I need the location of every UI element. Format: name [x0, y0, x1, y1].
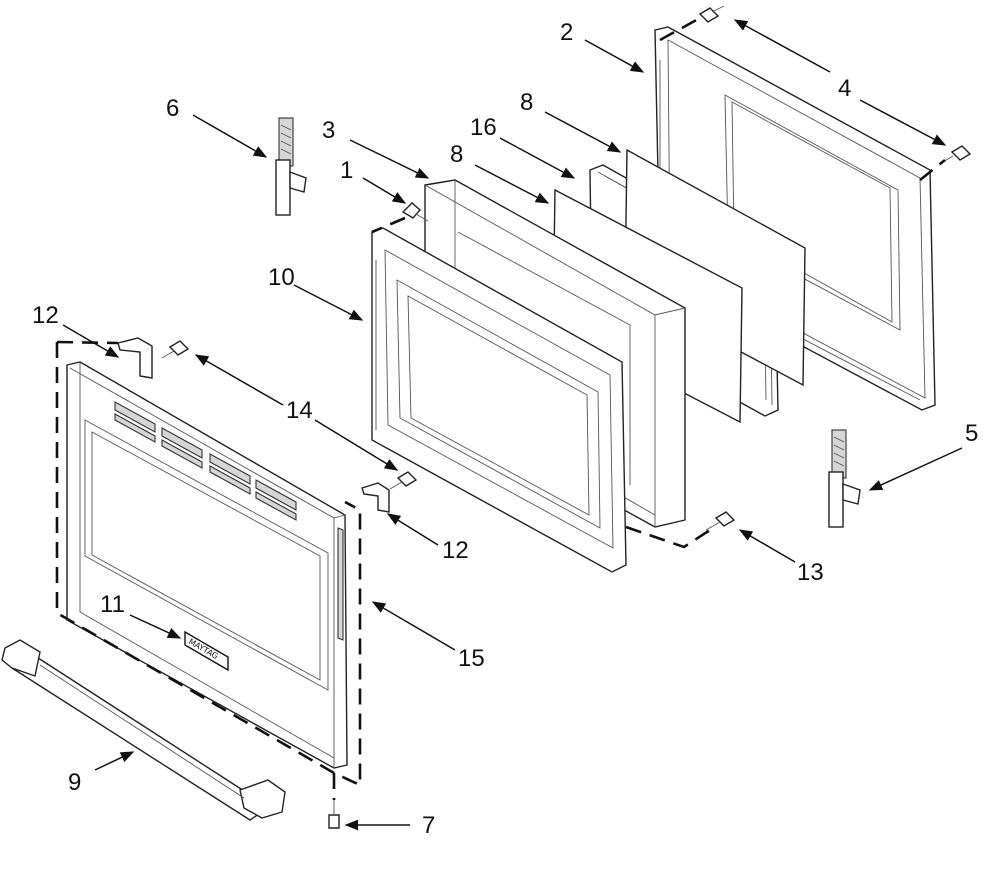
vent-slots	[114, 401, 297, 521]
callout-8-front: 8	[450, 141, 463, 168]
callout-4: 4	[838, 75, 851, 102]
bracket-upper	[117, 337, 153, 379]
callout-12-lower: 12	[442, 537, 469, 564]
door-handle	[1, 639, 286, 821]
callout-9: 9	[68, 769, 81, 796]
callout-14: 14	[286, 397, 313, 424]
callout-5: 5	[965, 420, 978, 447]
callout-15: 15	[458, 645, 485, 672]
callout-7: 7	[422, 812, 435, 839]
assembly-dashed-lines	[55, 16, 946, 800]
screw-7	[328, 800, 340, 829]
callout-3: 3	[322, 117, 335, 144]
hinge-right	[828, 429, 861, 528]
outer-door-panel	[66, 361, 348, 769]
leader-lines	[62, 19, 963, 831]
screw-4-top	[698, 5, 725, 23]
callout-2: 2	[560, 19, 573, 46]
screw-14-upper	[161, 340, 190, 359]
callout-12-upper: 12	[32, 302, 59, 329]
door-liner	[371, 227, 627, 573]
hinge-left	[275, 117, 307, 216]
callout-6: 6	[166, 95, 179, 122]
screw-1	[401, 202, 429, 222]
callout-16: 16	[470, 114, 497, 141]
bracket-lower	[361, 482, 390, 513]
callouts: 1 2 3 4 5 6 7 8 8 9 10 11 12 12 13 14 15…	[32, 19, 978, 839]
callout-10: 10	[268, 264, 295, 291]
callout-1: 1	[340, 157, 353, 184]
screw-14-lower	[389, 471, 418, 490]
screw-13	[705, 511, 736, 531]
callout-13: 13	[797, 559, 824, 586]
callout-8-rear: 8	[520, 89, 533, 116]
callout-11: 11	[100, 591, 125, 618]
